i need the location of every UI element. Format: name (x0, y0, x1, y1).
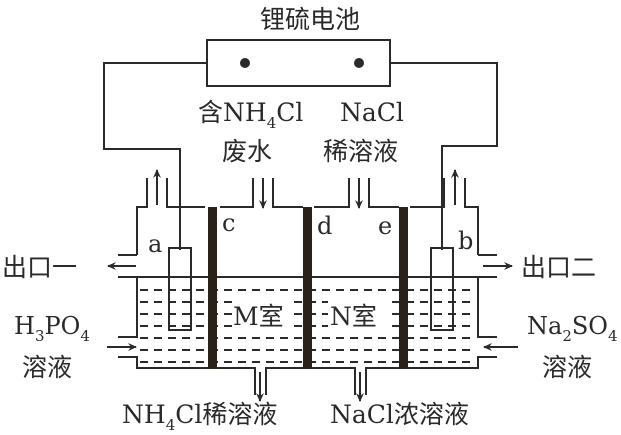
svg-text:H3PO4: H3PO4 (14, 312, 90, 345)
svg-text:溶液: 溶液 (542, 353, 592, 382)
svg-text:Na2SO4: Na2SO4 (527, 312, 618, 345)
right-wire (390, 62, 498, 250)
svg-text:溶液: 溶液 (22, 353, 72, 382)
membrane-e-label: e (378, 212, 392, 240)
inlet-label-h3po4: H3PO4 溶液 (14, 312, 90, 382)
membrane-d (303, 207, 312, 369)
membrane-c-label: c (222, 209, 235, 237)
outlet-one-label: 出口一 (2, 253, 77, 282)
electrode-b (430, 247, 454, 331)
inlet-label-nh4cl-wastewater: 含NH4Cl 废水 (198, 98, 303, 166)
svg-text:废水: 废水 (222, 137, 272, 166)
chamber-n-label: N室 (330, 302, 377, 331)
membrane-c (208, 207, 217, 369)
outlet-label-nacl-concentrated: NaCl浓溶液 (330, 400, 469, 429)
svg-text:NaCl: NaCl (340, 98, 404, 127)
svg-text:稀溶液: 稀溶液 (323, 137, 398, 166)
svg-text:NH4Cl稀溶液: NH4Cl稀溶液 (122, 400, 277, 434)
battery-title: 锂硫电池 (260, 5, 360, 34)
inlet-label-na2so4: Na2SO4 溶液 (527, 312, 618, 382)
electrode-a (168, 247, 192, 331)
battery-left-terminal-icon (240, 58, 250, 68)
electrode-a-label: a (148, 230, 162, 258)
electrode-b-label: b (458, 227, 473, 255)
membrane-e (399, 207, 408, 369)
battery-right-terminal-icon (354, 58, 364, 68)
battery (206, 39, 391, 87)
outlet-label-nh4cl-dilute: NH4Cl稀溶液 (122, 400, 277, 434)
tank-outline (118, 178, 497, 395)
chamber-m-label: M室 (233, 302, 284, 331)
svg-text:含NH4Cl: 含NH4Cl (198, 98, 303, 132)
left-wire (103, 62, 207, 250)
inlet-label-nacl-dilute: NaCl 稀溶液 (323, 98, 404, 166)
outlet-two-label: 出口二 (521, 253, 596, 282)
membrane-d-label: d (317, 212, 332, 240)
